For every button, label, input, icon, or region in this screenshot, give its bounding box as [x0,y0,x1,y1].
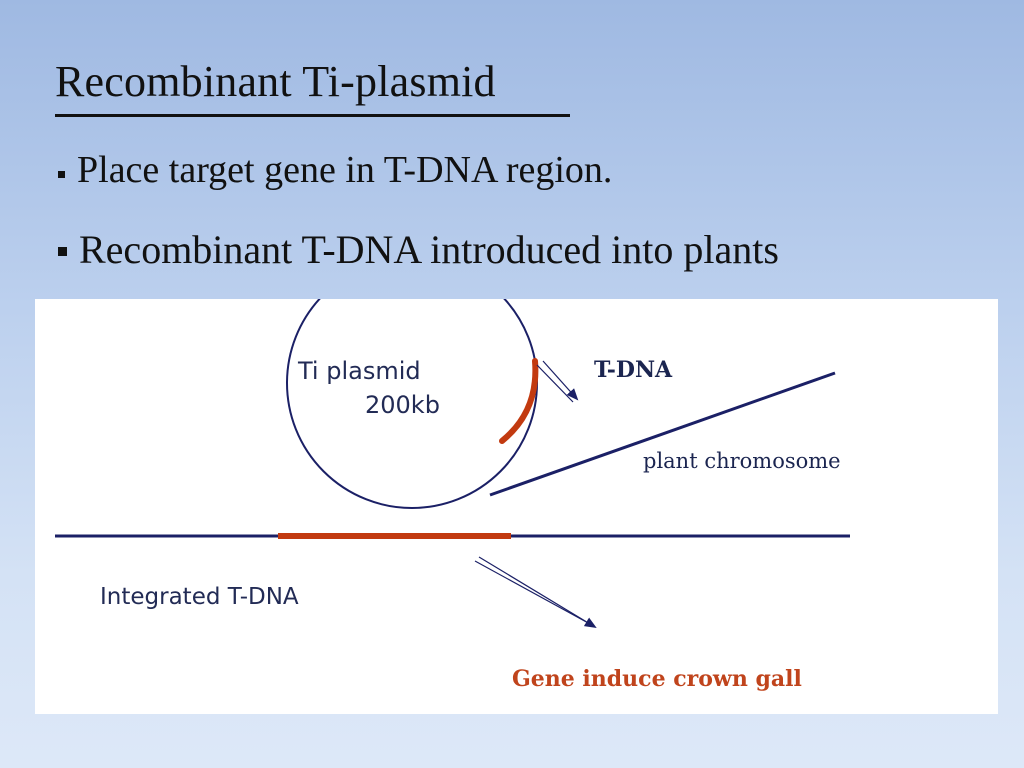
crown-gall-arrow-shaft [474,560,591,625]
plant-chromosome-label: plant chromosome [643,449,841,473]
plant-chromosome-line [489,371,836,497]
crown-gall-label: Gene induce crown gall [512,666,802,692]
tdna-label: T-DNA [594,357,673,383]
bullet-square-icon [58,247,67,256]
integrated-tdna-label: Integrated T-DNA [100,584,299,610]
bullet-item-2: Recombinant T-DNA introduced into plants [58,226,779,273]
crown-gall-arrow [478,556,597,629]
ti-plasmid-diagram: Ti plasmid 200kb T-DNA plant chromosome … [35,299,998,714]
diagram-graphics [55,299,850,629]
plasmid-size-label: 200kb [365,391,440,419]
plasmid-name-label: Ti plasmid [298,357,421,385]
bullet-item-1: Place target gene in T-DNA region. [58,148,612,192]
tdna-arc-segment [499,358,539,444]
title-underline [55,114,570,117]
slide-title: Recombinant Ti-plasmid [55,57,496,106]
bullet-text: Place target gene in T-DNA region. [77,149,613,191]
tdna-arrow [542,360,579,401]
bullet-square-icon [58,170,65,178]
tdna-arrow-shaft-a [536,364,574,403]
bullet-text: Recombinant T-DNA introduced into plants [79,227,779,272]
